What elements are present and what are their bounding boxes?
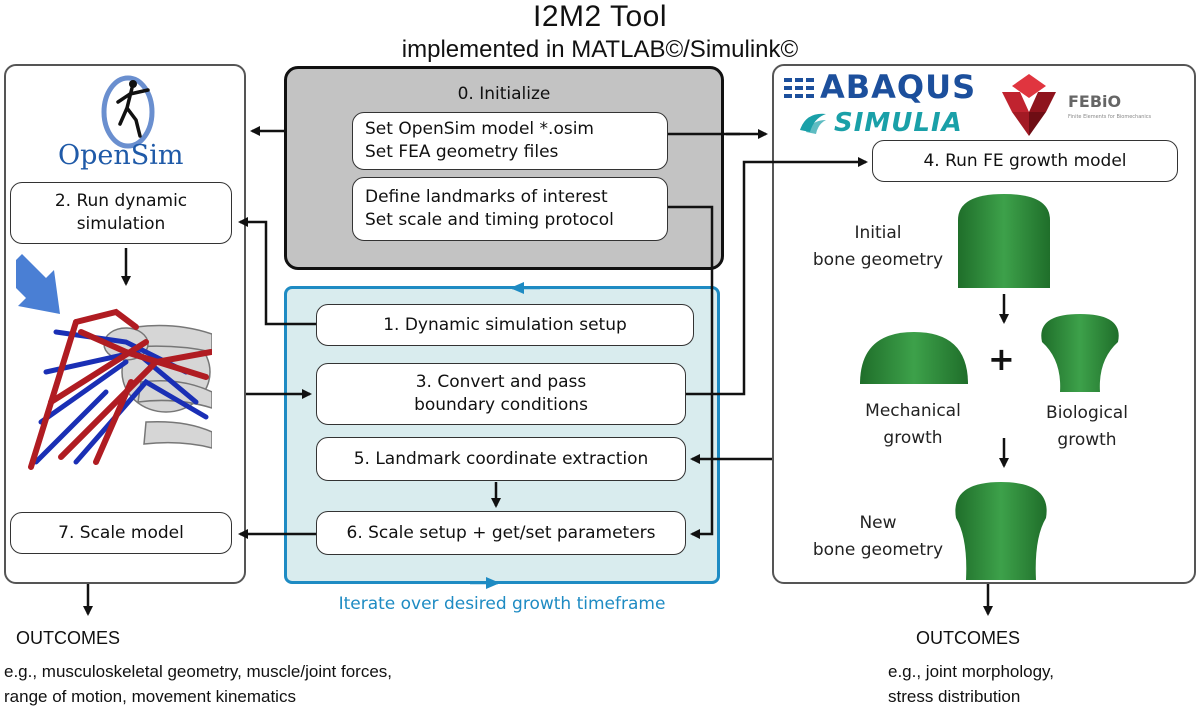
outcomes-left-heading: OUTCOMES [16, 628, 121, 648]
simulia-logo-icon [800, 113, 826, 134]
outcomes-right-heading: OUTCOMES [916, 628, 1021, 648]
initialize-heading: 0. Initialize [457, 84, 551, 104]
diagram-subtitle: implemented in MATLAB©/Simulink© [401, 36, 799, 63]
diagram-title: I2M2 Tool [532, 0, 668, 33]
run-fe-label: 4. Run FE growth model [923, 150, 1127, 171]
mech-line2: growth [883, 428, 943, 449]
run-fe-growth-model-box: 4. Run FE growth model [872, 140, 1178, 182]
outcomes-left-text: e.g., musculoskeletal geometry, muscle/j… [4, 660, 392, 709]
bio-line2: growth [1057, 430, 1117, 451]
outcomes-right-line2: stress distribution [888, 686, 1021, 706]
run-dynamic-line1: 2. Run dynamic [54, 191, 188, 212]
step5-landmark-extraction: 5. Landmark coordinate extraction [316, 437, 686, 481]
run-dynamic-line2: simulation [76, 214, 166, 234]
scale-model-box: 7. Scale model [10, 512, 232, 554]
biological-growth-label: Biological growth [1012, 400, 1162, 454]
mechanical-growth-image [860, 332, 968, 384]
step6-label: 6. Scale setup + get/set parameters [346, 522, 656, 543]
initial-bone-geometry-image [958, 194, 1050, 288]
plus-sign: + [988, 340, 1015, 378]
step1-dynamic-simulation-setup: 1. Dynamic simulation setup [316, 304, 694, 346]
initial-line1: Initial [854, 223, 902, 243]
abaqus-logo-icon [784, 78, 814, 98]
febio-logo-subtext: Finite Elements for Biomechanics [1068, 114, 1152, 120]
step5-label: 5. Landmark coordinate extraction [353, 448, 649, 469]
step3-line1: 3. Convert and pass [415, 372, 587, 393]
outcomes-right-line1: e.g., joint morphology, [888, 662, 1054, 681]
simulia-logo-text: SIMULIA [834, 108, 963, 138]
febio-logo-text: FEBiO [1068, 92, 1122, 111]
outcomes-left-line1: e.g., musculoskeletal geometry, muscle/j… [4, 662, 393, 681]
init-geometry-line: Set FEA geometry files [365, 142, 559, 162]
mech-line1: Mechanical [865, 401, 961, 421]
init-landmarks-line: Define landmarks of interest [365, 187, 608, 208]
new-line2: bone geometry [812, 540, 944, 561]
bio-line1: Biological [1046, 403, 1128, 423]
step3-line2: boundary conditions [414, 395, 588, 415]
init-landmarks-box: Define landmarks of interest Set scale a… [352, 177, 668, 241]
scale-model-label: 7. Scale model [58, 522, 184, 543]
init-protocol-line: Set scale and timing protocol [365, 210, 614, 230]
febio-logo-icon [1002, 74, 1056, 136]
mechanical-growth-label: Mechanical growth [838, 398, 988, 452]
iteration-caption: Iterate over desired growth timeframe [338, 594, 666, 614]
opensim-logo-icon [101, 75, 155, 149]
outcomes-left-line2: range of motion, movement kinematics [4, 686, 296, 706]
new-bone-geometry-image [955, 482, 1047, 580]
step3-convert-boundary-conditions: 3. Convert and pass boundary conditions [316, 363, 686, 425]
outcomes-right-text: e.g., joint morphology, stress distribut… [888, 660, 1054, 709]
new-line1: New [859, 513, 897, 533]
abaqus-logo-text: ABAQUS [820, 68, 977, 106]
initial-line2: bone geometry [812, 250, 944, 271]
new-bone-label: New bone geometry [808, 510, 948, 564]
run-dynamic-simulation-box: 2. Run dynamic simulation [10, 182, 232, 244]
init-model-line: Set OpenSim model *.osim [365, 119, 594, 140]
biological-growth-image [1041, 314, 1119, 392]
step1-label: 1. Dynamic simulation setup [383, 314, 627, 335]
step6-scale-setup: 6. Scale setup + get/set parameters [316, 511, 686, 555]
initial-bone-label: Initial bone geometry [808, 220, 948, 274]
opensim-logo-text: OpenSim [58, 140, 184, 171]
musculoskeletal-model-image [16, 252, 212, 474]
init-model-files-box: Set OpenSim model *.osim Set FEA geometr… [352, 112, 668, 170]
